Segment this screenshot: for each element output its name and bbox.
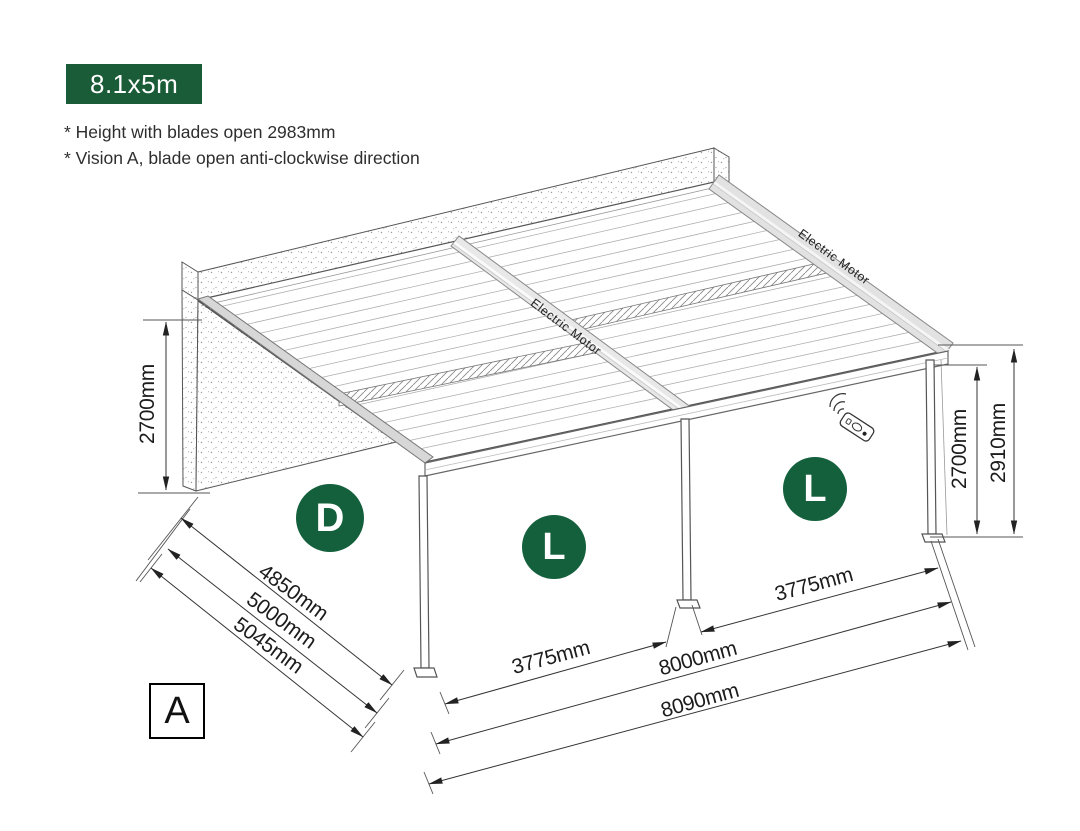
post-middle: [680, 418, 692, 601]
right-motor-beam: [708, 174, 954, 358]
note-height-blades-open: * Height with blades open 2983mm: [64, 122, 336, 142]
dim-label-wall-height: 2700mm: [136, 364, 159, 444]
post-right-foot: [921, 533, 946, 543]
roof: [196, 174, 954, 477]
roof-left-rail: [196, 295, 434, 464]
note-vision-direction: * Vision A, blade open anti-clockwise di…: [64, 148, 420, 168]
wall-ledger: [181, 147, 730, 492]
dim-line-width-total: [428, 640, 962, 785]
posts: [413, 359, 948, 678]
zone-marker-l-left: L: [522, 515, 586, 579]
remote-control-icon: [829, 393, 875, 442]
post-left: [418, 475, 430, 669]
zone-marker-d: D: [296, 484, 364, 552]
wireless-signal-icon: [829, 393, 847, 415]
middle-motor-beam: [450, 235, 693, 419]
front-fascia: [424, 350, 949, 477]
zone-marker-l-right: L: [783, 457, 847, 521]
dimension-lines: [150, 321, 1018, 785]
post-left-foot: [413, 667, 438, 678]
vision-a-box: A: [149, 683, 205, 739]
dim-label-right-outer-height: 2910mm: [987, 403, 1010, 483]
post-right: [925, 359, 937, 535]
notes: * Height with blades open 2983mm * Visio…: [64, 119, 420, 171]
size-badge: 8.1x5m: [66, 64, 203, 104]
dim-label-right-inner-height: 2700mm: [948, 409, 971, 489]
post-middle-foot: [676, 599, 701, 609]
dim-line-depth-total: [150, 567, 364, 738]
